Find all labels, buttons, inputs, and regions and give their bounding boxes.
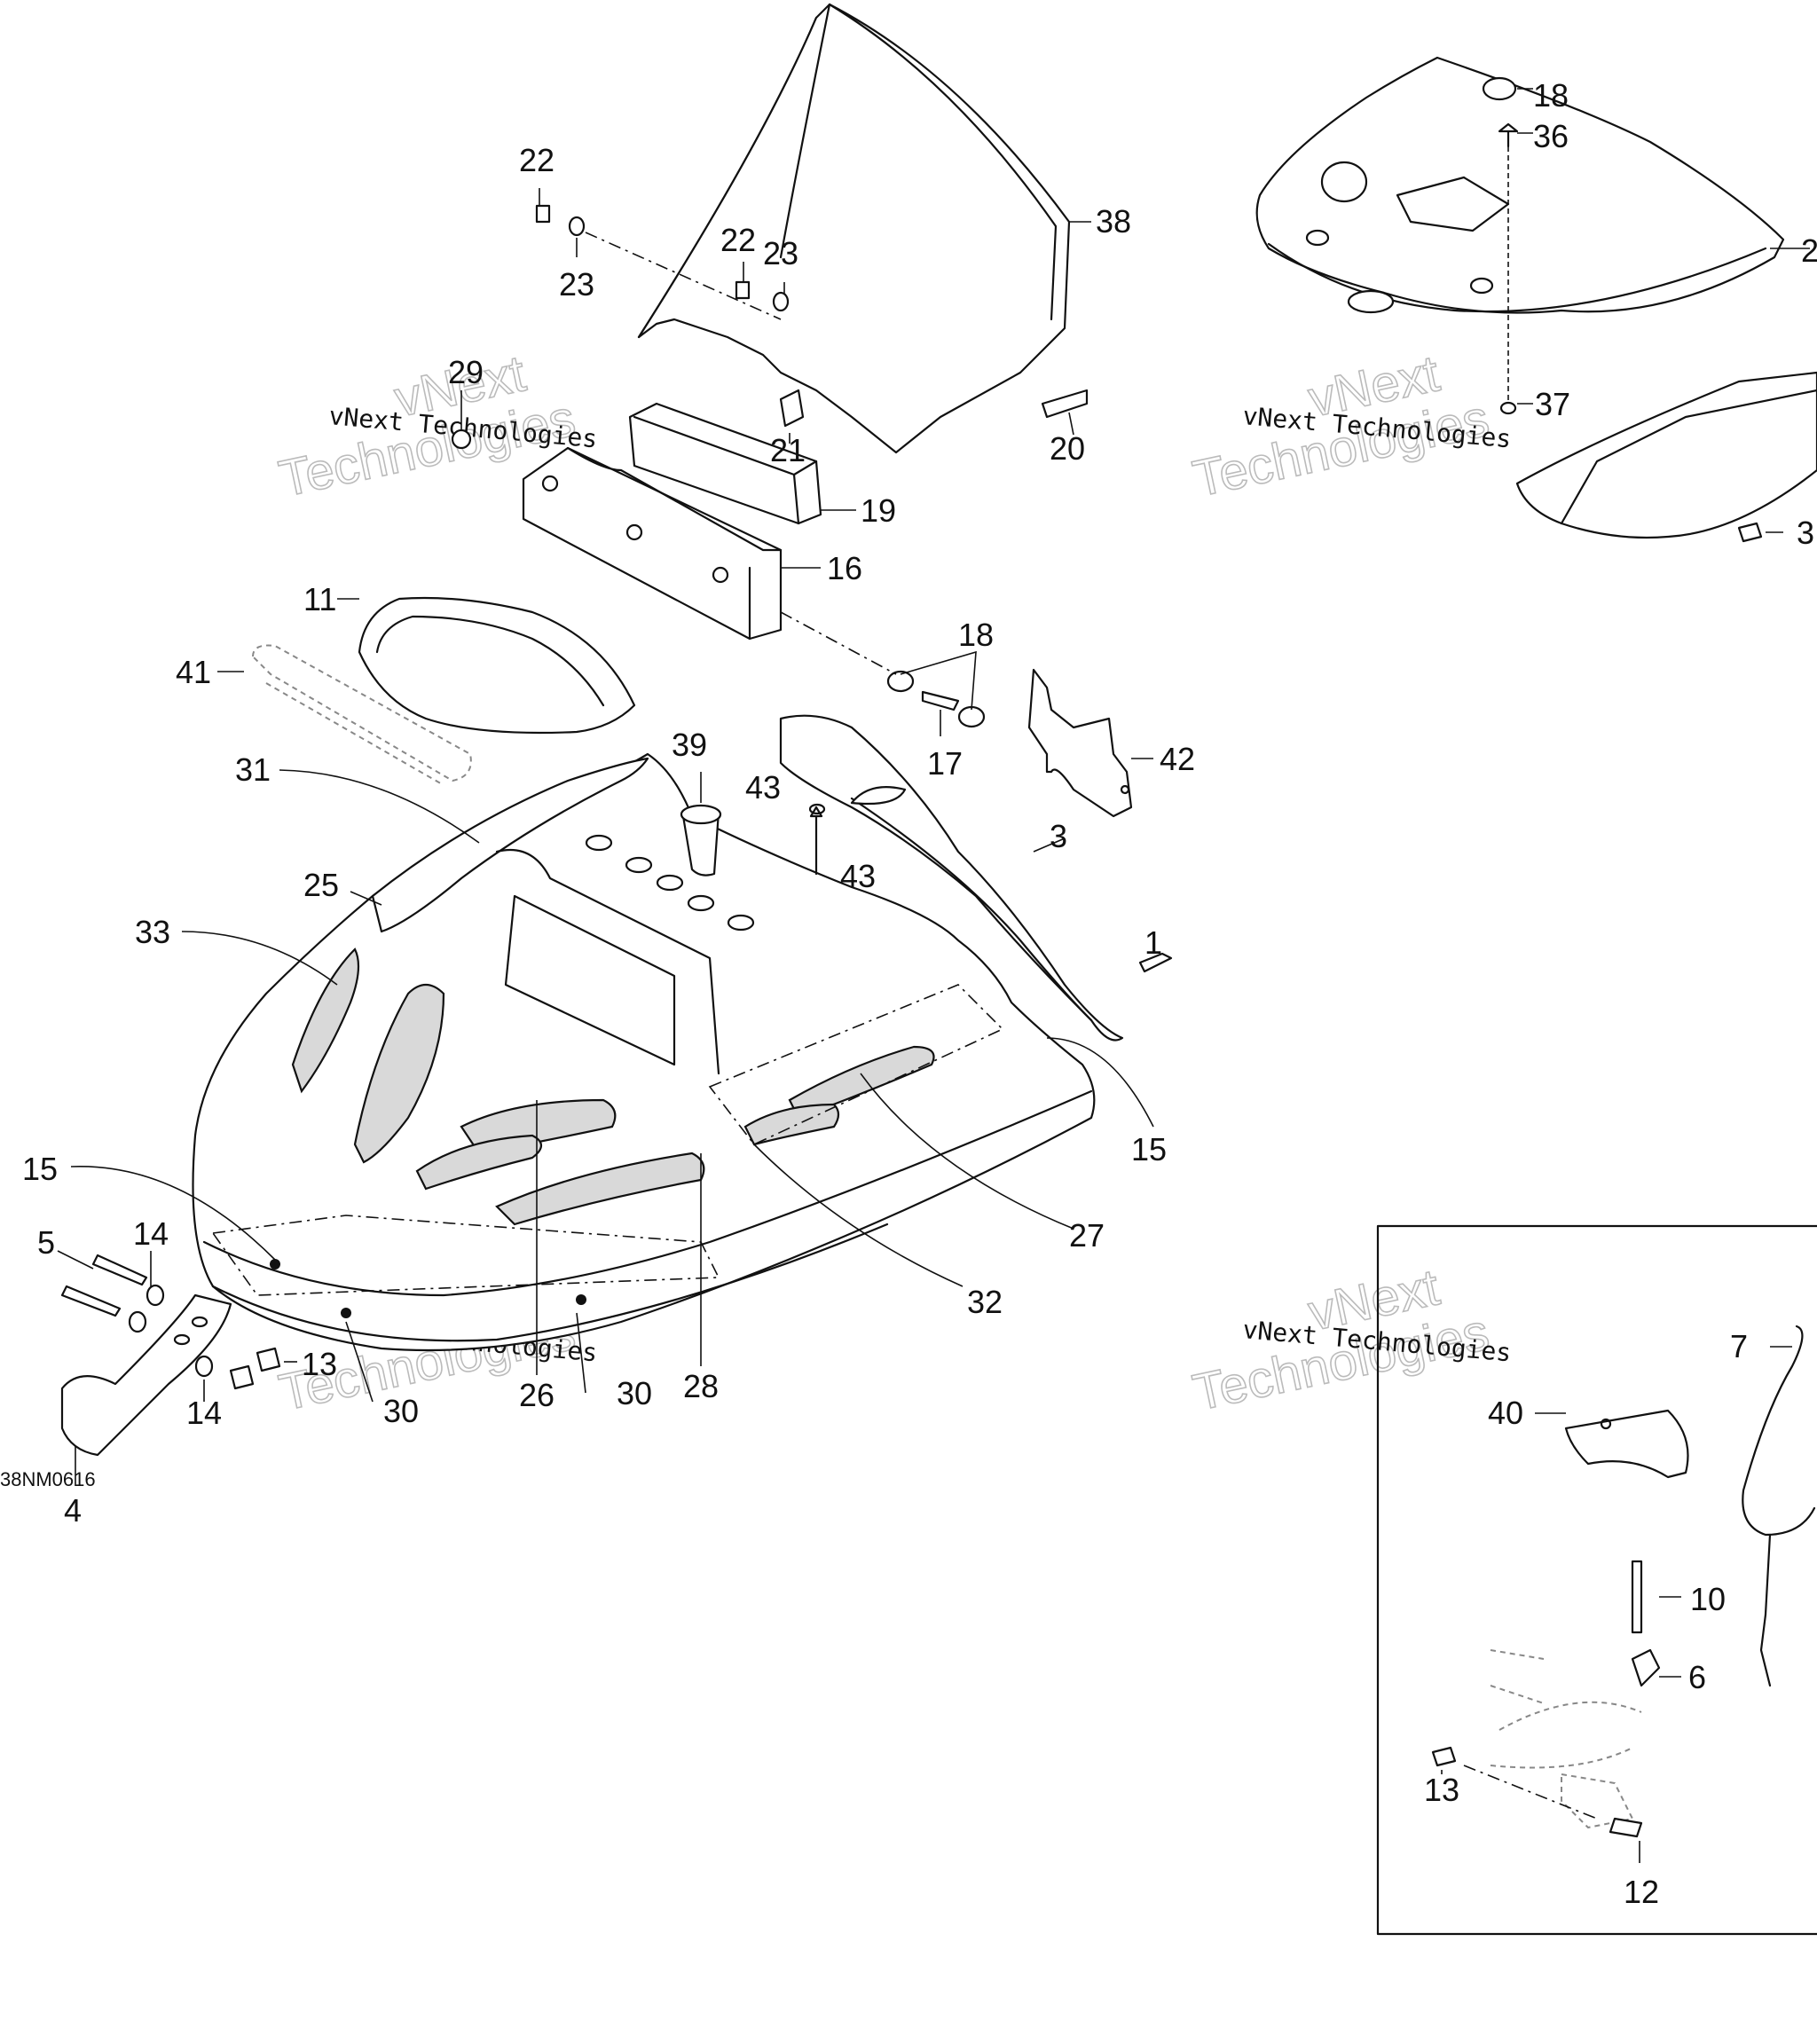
lower-cowl-part [1515, 371, 1817, 539]
callout-15: 15 [1131, 1131, 1167, 1167]
callout-1: 1 [1144, 924, 1162, 961]
callout-13: 13 [302, 1346, 337, 1382]
hood-body-part [192, 752, 1096, 1352]
callout-27: 27 [1069, 1217, 1105, 1254]
callout-7: 7 [1730, 1328, 1748, 1364]
console-cover-part [628, 402, 822, 525]
callout-19: 19 [861, 492, 896, 529]
reflector-part [251, 644, 472, 786]
drawing-code: 38NM0616 [0, 1468, 96, 1490]
callout-41: 41 [176, 654, 211, 690]
callout-20: 20 [1050, 430, 1085, 467]
callout-30: 30 [383, 1393, 419, 1429]
watermark-top-right: vNext Technologies vNext Technologies [1187, 344, 1512, 509]
bumper-handle-part [60, 1293, 232, 1457]
callout-42: 42 [1160, 741, 1195, 777]
headlight-lens-part [358, 596, 636, 735]
callout-10: 10 [1690, 1581, 1726, 1617]
callout-22: 22 [519, 142, 555, 178]
callout-2: 2 [1801, 232, 1817, 269]
callout-6: 6 [1688, 1659, 1706, 1695]
callout-12: 12 [1624, 1874, 1659, 1910]
callout-37: 37 [1535, 386, 1570, 422]
leader-lines [57, 88, 1810, 1863]
callout-3: 3 [1797, 515, 1814, 551]
callout-labels: 22 23 22 23 38 29 21 20 19 16 11 41 18 1… [22, 77, 1817, 1910]
callout-29: 29 [448, 354, 484, 390]
console-housing-part [522, 446, 783, 641]
callout-43: 43 [840, 858, 876, 894]
callout-18: 18 [958, 617, 994, 653]
callout-26: 26 [519, 1377, 555, 1413]
callout-21: 21 [770, 432, 806, 468]
hardware-parts [60, 76, 1763, 1390]
windshield-part [637, 3, 1071, 454]
callout-17: 17 [927, 745, 963, 782]
callout-23: 23 [763, 235, 798, 271]
callout-4: 4 [64, 1492, 82, 1529]
callout-43: 43 [745, 769, 781, 806]
callout-38: 38 [1096, 203, 1131, 240]
callout-28: 28 [683, 1368, 719, 1404]
callout-18: 18 [1533, 77, 1569, 114]
callout-14: 14 [186, 1395, 222, 1431]
callout-22: 22 [720, 222, 756, 258]
callout-32: 32 [967, 1284, 1003, 1320]
callout-16: 16 [827, 550, 862, 586]
callout-3: 3 [1050, 818, 1067, 854]
hood-top-panel-part [1255, 56, 1785, 314]
side-trim-part [779, 714, 1124, 1042]
callout-39: 39 [672, 727, 707, 763]
callout-31: 31 [235, 751, 271, 788]
callout-33: 33 [135, 914, 170, 950]
support-bracket-part [1027, 668, 1133, 818]
watermark-bottom-right: vNext Technologies vNext Technologies [1187, 1258, 1512, 1423]
callout-23: 23 [559, 266, 594, 303]
callout-14: 14 [133, 1215, 169, 1252]
callout-11: 11 [303, 581, 336, 617]
callout-40: 40 [1488, 1395, 1523, 1431]
detail-inset [1376, 1224, 1817, 1936]
callout-15: 15 [22, 1151, 58, 1187]
callout-36: 36 [1533, 118, 1569, 154]
callout-13: 13 [1424, 1772, 1459, 1808]
callout-5: 5 [37, 1224, 55, 1261]
callout-25: 25 [303, 867, 339, 903]
callout-30: 30 [617, 1375, 652, 1411]
